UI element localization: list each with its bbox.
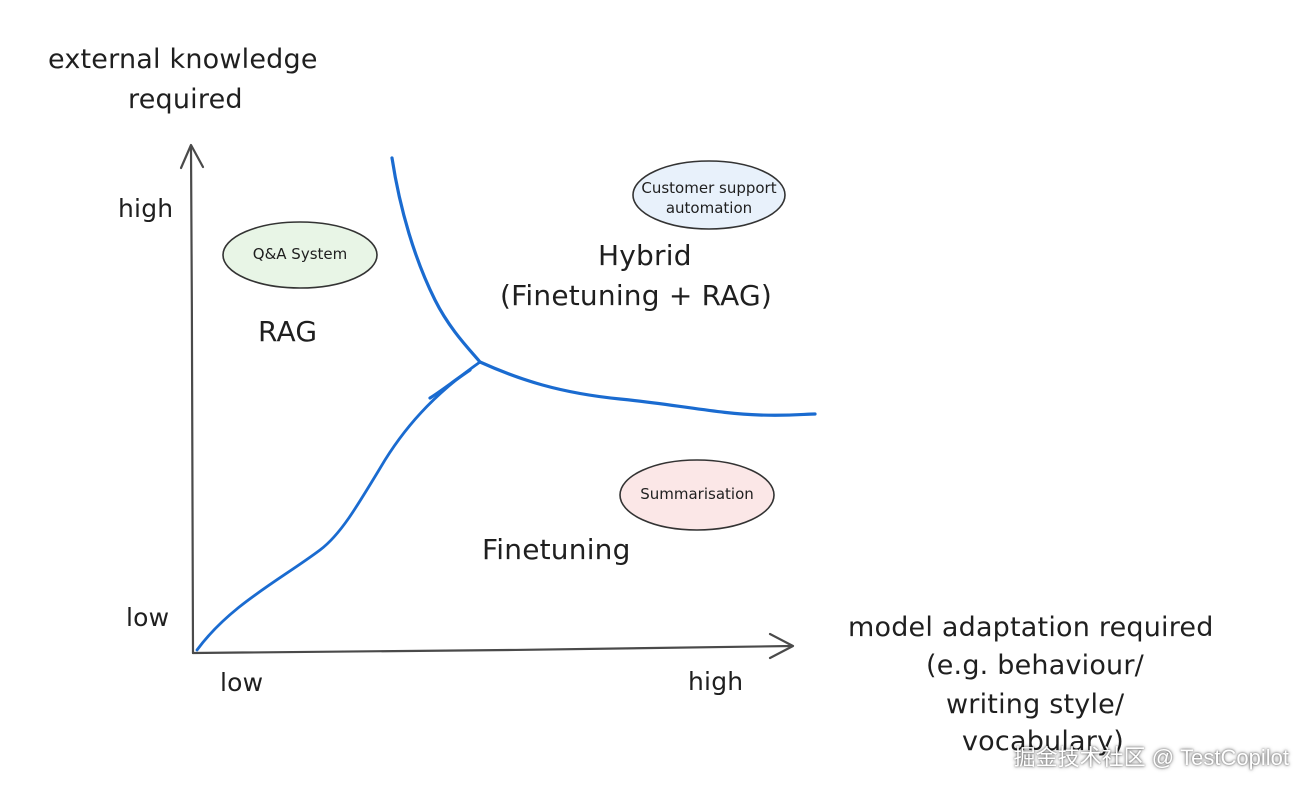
x-axis-arrow — [768, 632, 795, 660]
boundary-curve-lower — [195, 360, 482, 652]
y-low-label: low — [126, 603, 170, 632]
y-axis-line — [189, 146, 195, 655]
rag-region-label: RAG — [258, 315, 318, 348]
x-axis-title-line4: vocabulary) — [962, 726, 1124, 757]
qa-system-label: Q&A System — [252, 245, 348, 263]
x-axis-title-line2: (e.g. behaviour/ — [926, 650, 1144, 681]
summarisation-label: Summarisation — [640, 485, 754, 503]
x-axis-line — [191, 644, 794, 655]
x-low-label: low — [220, 668, 264, 697]
customer-support-label-line1: Customer support — [641, 179, 777, 197]
customer-support-ellipse — [632, 160, 786, 230]
x-axis-title-line1: model adaptation required — [848, 612, 1214, 643]
y-axis-title-line2: required — [128, 84, 243, 115]
y-axis-arrow — [179, 143, 205, 170]
qa-system-ellipse — [222, 221, 378, 289]
boundary-curve-upper — [390, 156, 482, 364]
hybrid-region-label-line1: Hybrid — [598, 239, 692, 272]
summarisation-ellipse — [619, 459, 775, 531]
x-high-label: high — [688, 667, 744, 696]
boundary-junction-stroke — [428, 368, 472, 400]
finetuning-region-label: Finetuning — [482, 533, 631, 566]
customer-support-label-line2: automation — [665, 199, 753, 217]
boundary-curve-right — [478, 360, 817, 417]
hybrid-region-label-line2: (Finetuning + RAG) — [500, 279, 772, 312]
watermark-text: 掘金技术社区 @ TestCopilot — [1013, 745, 1289, 770]
y-high-label: high — [118, 194, 174, 223]
x-axis-title-line3: writing style/ — [946, 689, 1125, 720]
y-axis-title-line1: external knowledge — [48, 44, 318, 75]
